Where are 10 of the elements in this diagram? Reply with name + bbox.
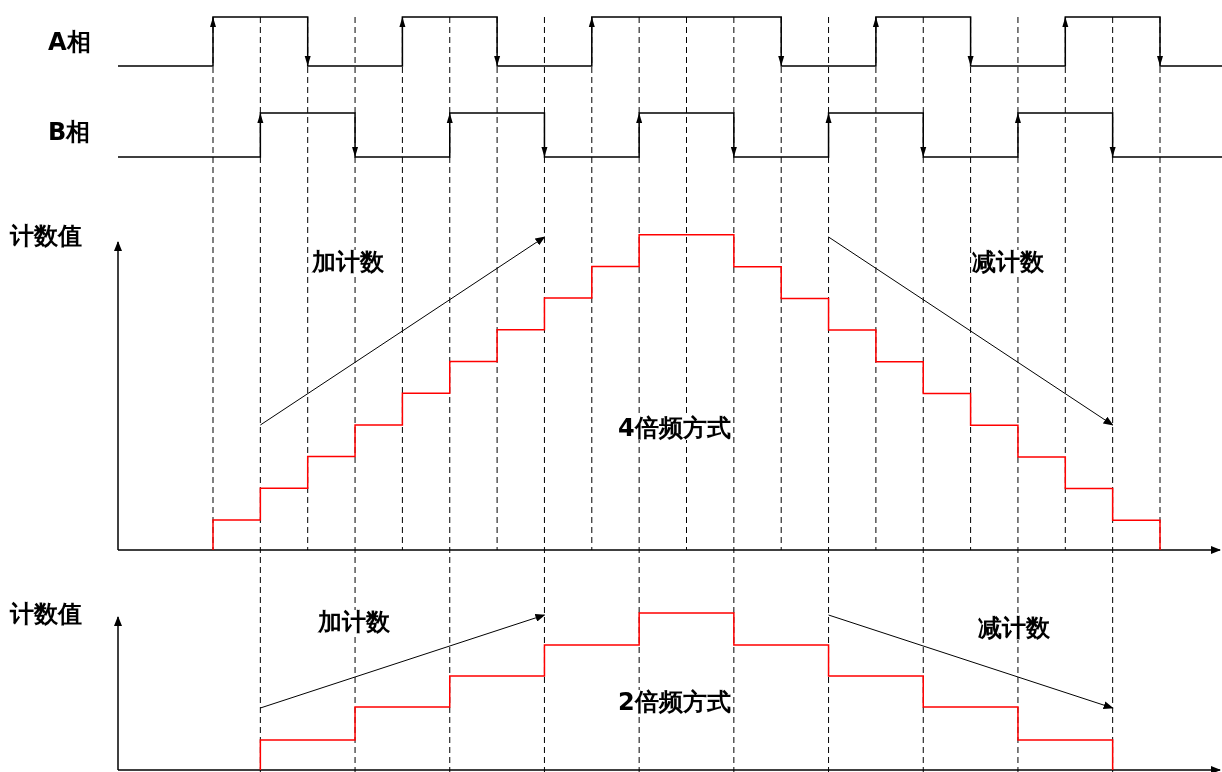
- text-label: B相: [48, 120, 91, 144]
- text-label: A相: [48, 30, 91, 54]
- text-label: 加计数: [318, 610, 390, 634]
- text-label: 4倍频方式: [618, 416, 731, 440]
- text-label: 加计数: [312, 250, 384, 274]
- text-label: 计数值: [10, 602, 82, 626]
- text-label: 减计数: [978, 616, 1050, 640]
- text-label: 计数值: [10, 224, 82, 248]
- text-label: 2倍频方式: [618, 690, 731, 714]
- text-label: 减计数: [972, 250, 1044, 274]
